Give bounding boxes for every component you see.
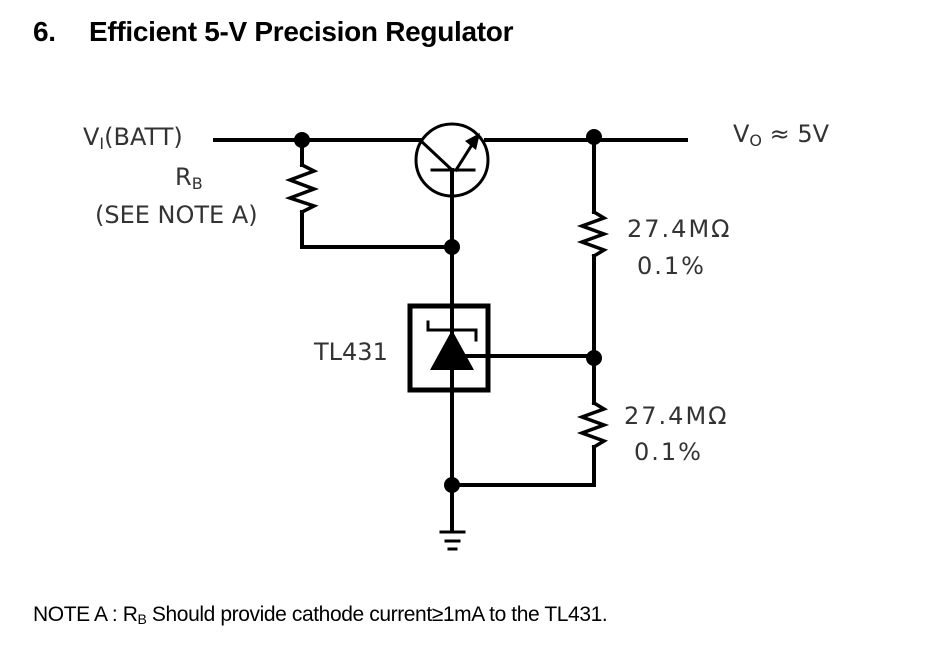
label-rb-note: (SEE NOTE A)	[95, 201, 258, 229]
title-text: Efficient 5-V Precision Regulator	[89, 16, 514, 47]
label-ic: TL431	[314, 338, 388, 366]
junction-base	[444, 239, 460, 255]
resistor-rb	[284, 162, 319, 215]
label-r2-tolerance: 0.1%	[634, 438, 703, 466]
footnote: NOTE A : RB Should provide cathode curre…	[33, 603, 608, 627]
label-vin: VI(BATT)	[83, 123, 183, 153]
junction-input	[294, 132, 310, 148]
resistor-r2	[576, 400, 610, 450]
junction-ground	[444, 477, 460, 493]
label-vout: VO ≈ 5V	[733, 120, 830, 150]
tl431-diode-triangle	[430, 330, 474, 370]
junction-output	[586, 129, 602, 145]
label-rb: RB	[175, 163, 203, 193]
transistor-emitter-arrow	[465, 133, 480, 150]
section-number: 6.	[33, 16, 56, 47]
junction-ref	[586, 350, 602, 366]
page-title: 6. Efficient 5-V Precision Regulator	[33, 16, 514, 48]
transistor-collector	[417, 137, 455, 173]
label-r1-value: 27.4MΩ	[627, 215, 732, 243]
label-r2-value: 27.4MΩ	[624, 402, 729, 430]
tl431-box	[407, 303, 491, 393]
label-r1-tolerance: 0.1%	[637, 252, 706, 280]
resistor-r1	[576, 209, 610, 259]
